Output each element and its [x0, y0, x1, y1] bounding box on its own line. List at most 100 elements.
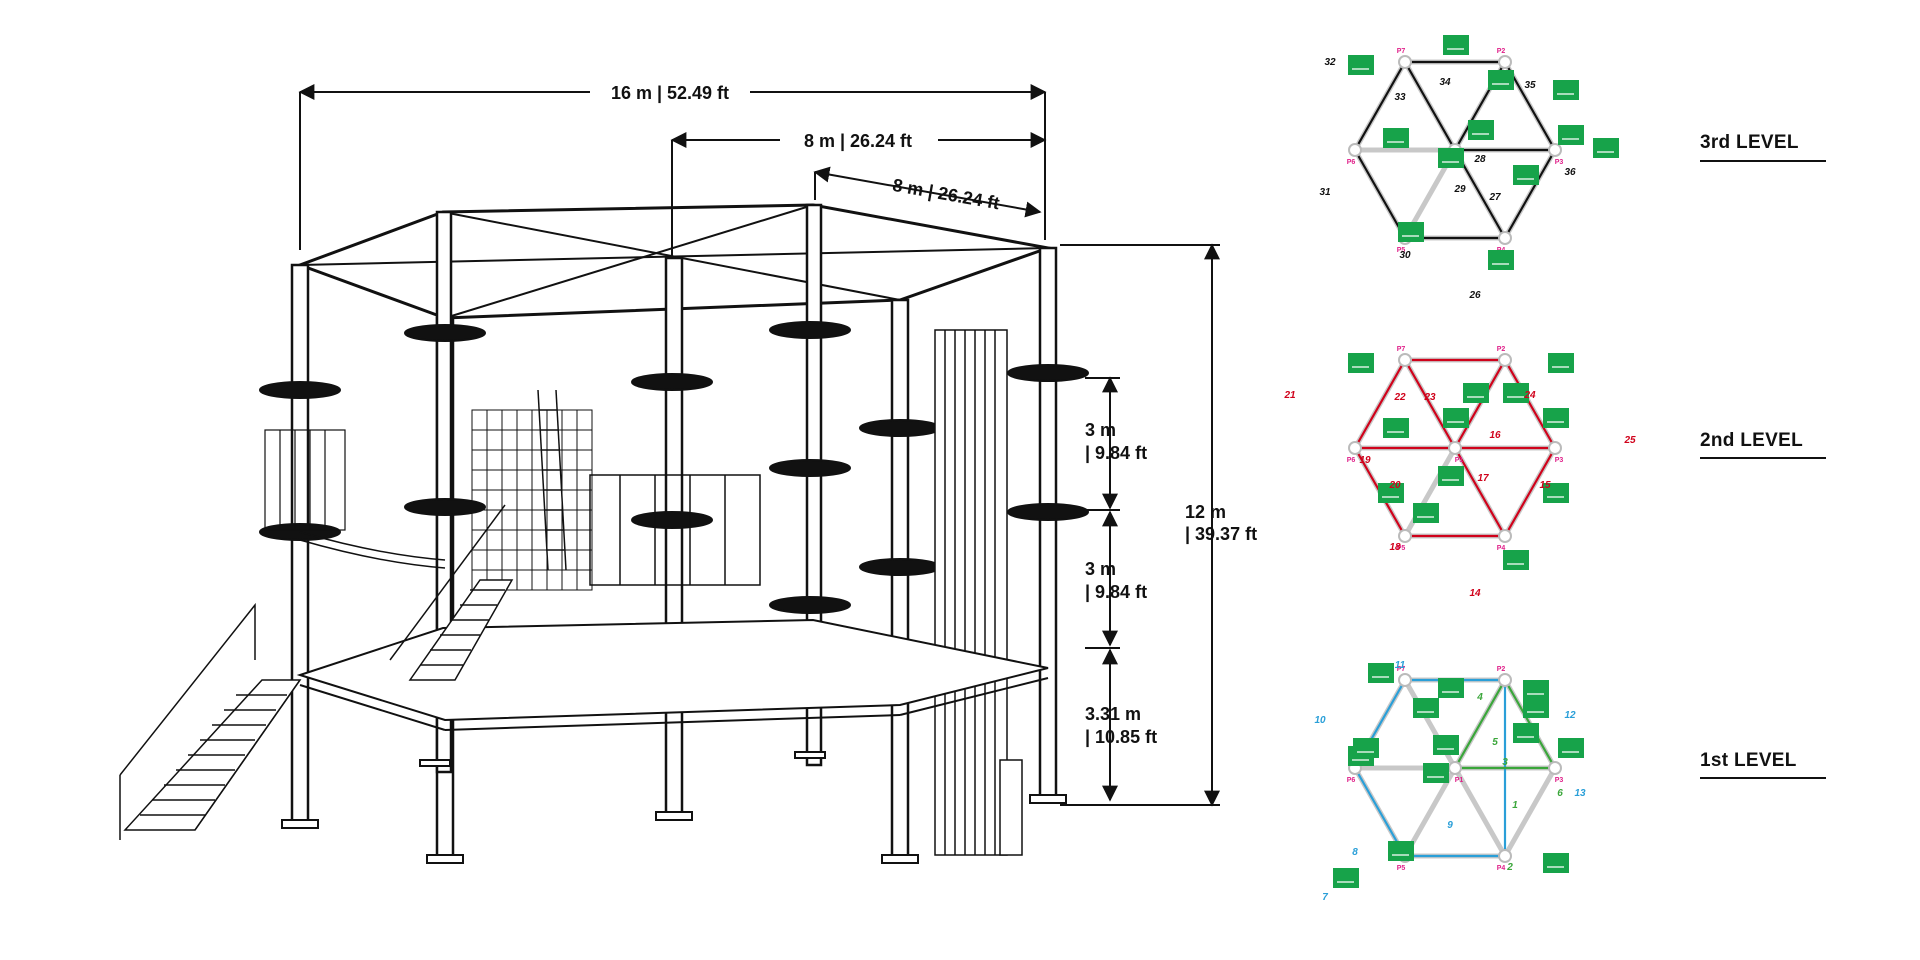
route-number: 13 — [1574, 788, 1586, 799]
route-number: 23 — [1423, 392, 1436, 403]
station-icon — [1543, 408, 1569, 428]
dim-height-total-label-2: | 39.37 ft — [1185, 524, 1257, 544]
route-number: 7 — [1322, 892, 1328, 903]
route-number: 4 — [1476, 692, 1483, 703]
route-number: 9 — [1447, 820, 1453, 831]
lattice-edge — [1502, 765, 1558, 859]
node-label: P6 — [1347, 159, 1356, 166]
node-label: P3 — [1555, 159, 1564, 166]
level-2-label: 2nd LEVEL — [1700, 430, 1803, 451]
route-number: 15 — [1539, 480, 1551, 491]
route-number: 14 — [1469, 588, 1481, 599]
side-cage — [264, 429, 346, 531]
route-number: 18 — [1389, 542, 1401, 553]
platforms — [259, 321, 1089, 614]
route-number: 30 — [1399, 250, 1411, 261]
station-icon — [1513, 723, 1539, 743]
level-1-label: 1st LEVEL — [1700, 750, 1797, 771]
route-number: 2 — [1506, 862, 1513, 873]
dim-level1-label-1: 3.31 m — [1085, 704, 1141, 724]
route-edge — [1454, 679, 1506, 769]
station-icon — [1438, 678, 1464, 698]
dim-level1-label-2: | 10.85 ft — [1085, 727, 1157, 747]
route-number: 11 — [1395, 660, 1406, 671]
station-icon — [1443, 408, 1469, 428]
station-icon — [1398, 222, 1424, 242]
lower-deck — [296, 618, 1049, 731]
station-icon — [1468, 120, 1494, 140]
node-label: P1 — [1455, 457, 1464, 464]
station-icon — [1333, 868, 1359, 888]
station-icon — [1543, 853, 1569, 873]
node-p3 — [1548, 441, 1562, 455]
route-edge — [1504, 359, 1556, 449]
node-label: P2 — [1497, 346, 1506, 353]
station-icon — [1388, 841, 1414, 861]
station-icon — [1433, 735, 1459, 755]
route-number: 22 — [1393, 392, 1406, 403]
route-number: 8 — [1352, 847, 1358, 858]
climbing-tower — [934, 329, 1023, 856]
station-icon — [1513, 165, 1539, 185]
route-edge — [1354, 359, 1406, 449]
main-staircase — [119, 602, 302, 840]
station-icon — [1423, 763, 1449, 783]
node-label: P7 — [1397, 48, 1406, 55]
post-footings — [281, 751, 1067, 864]
node-p3 — [1548, 143, 1562, 157]
route-number: 33 — [1394, 92, 1406, 103]
node-label: P5 — [1397, 247, 1406, 254]
dim-level3-label-1: 3 m — [1085, 420, 1116, 440]
node-p6 — [1348, 143, 1362, 157]
route-number: 24 — [1523, 390, 1536, 401]
station-icon — [1378, 483, 1404, 503]
route-number: 19 — [1359, 455, 1371, 466]
station-icon — [1443, 35, 1469, 55]
route-number: 26 — [1468, 290, 1481, 301]
dim-width-total-label: 16 m | 52.49 ft — [611, 83, 729, 103]
node-label: P4 — [1497, 545, 1506, 552]
station-icon — [1383, 128, 1409, 148]
station-icon — [1548, 353, 1574, 373]
station-icon — [1553, 80, 1579, 100]
route-edge — [1454, 359, 1506, 449]
station-icon — [1438, 466, 1464, 486]
route-edge — [1354, 149, 1406, 239]
node-p7 — [1398, 353, 1412, 367]
station-icon — [1413, 698, 1439, 718]
route-number: 27 — [1488, 192, 1501, 203]
level-maps: P7P2P6P1P3P5P42627282930313233343536P7P2… — [1283, 35, 1636, 903]
station-icon — [1543, 483, 1569, 503]
station-icon — [1463, 383, 1489, 403]
station-icon — [1488, 250, 1514, 270]
route-number: 3 — [1502, 757, 1508, 768]
route-number: 25 — [1623, 435, 1636, 446]
station-icon — [1383, 418, 1409, 438]
station-icon — [1503, 383, 1529, 403]
node-p2 — [1498, 673, 1512, 687]
node-label: P6 — [1347, 457, 1356, 464]
station-icon — [1558, 125, 1584, 145]
station-icon — [1368, 663, 1394, 683]
node-p5 — [1398, 529, 1412, 543]
node-p6 — [1348, 441, 1362, 455]
node-p7 — [1398, 673, 1412, 687]
route-edge — [1504, 447, 1556, 537]
lattice-edge — [1452, 765, 1508, 859]
node-p4 — [1498, 849, 1512, 863]
node-label: P3 — [1555, 777, 1564, 784]
dim-depth-line — [813, 166, 1042, 218]
ladder — [537, 389, 567, 571]
level-3-label: 3rd LEVEL — [1700, 132, 1799, 153]
route-number: 5 — [1492, 737, 1498, 748]
station-icon — [1593, 138, 1619, 158]
tower-structure — [119, 203, 1089, 864]
node-label: P5 — [1397, 865, 1406, 872]
node-label: P2 — [1497, 666, 1506, 673]
station-icon — [1523, 680, 1549, 700]
upper-staircase — [389, 504, 514, 681]
dim-width-half-label: 8 m | 26.24 ft — [804, 131, 912, 151]
